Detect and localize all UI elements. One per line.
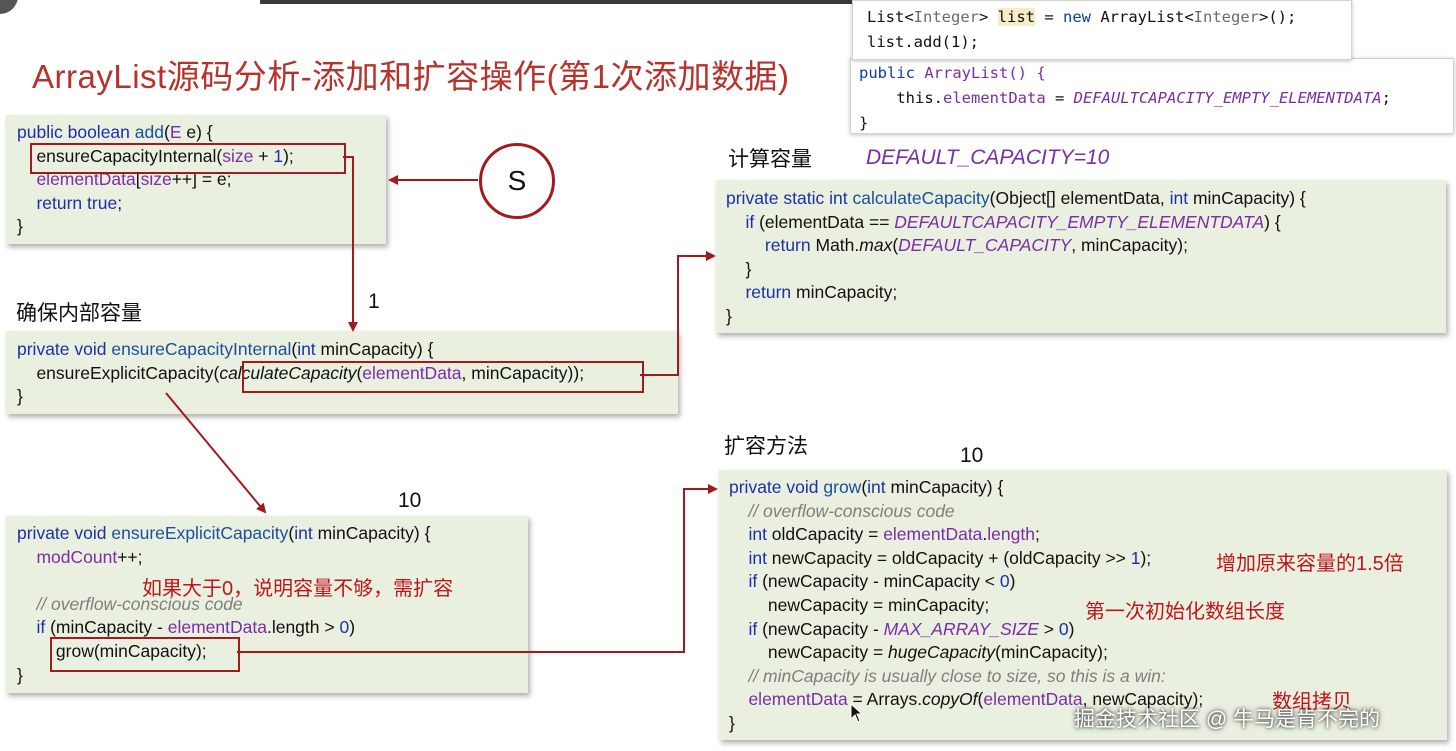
step-number-1: 1 xyxy=(368,290,380,313)
ide-line-1: List<Integer> list = new ArrayList<Integ… xyxy=(867,8,1297,26)
ide-code-popup: List<Integer> list = new ArrayList<Integ… xyxy=(852,0,1352,60)
default-capacity-note: DEFAULT_CAPACITY=10 xyxy=(866,146,1110,169)
value-10-right: 10 xyxy=(960,444,984,467)
highlight-box-calculate-call xyxy=(242,361,644,393)
ide-line-5: } xyxy=(859,114,869,132)
highlight-box-ensure-call xyxy=(30,143,346,174)
note-first-init: 第一次初始化数组长度 xyxy=(1085,601,1285,623)
code-panel-add: public boolean add(E e) { ensureCapacity… xyxy=(6,115,386,244)
code-panel-ensure-internal: private void ensureCapacityInternal(int … xyxy=(6,331,678,414)
code-panel-grow: private void grow(int minCapacity) { // … xyxy=(719,470,1447,740)
slide-title: ArrayList源码分析-添加和扩容操作(第1次添加数据) xyxy=(32,58,790,95)
label-ensure-internal: 确保内部容量 xyxy=(16,302,142,325)
code-panel-calc-capacity: private static int calculateCapacity(Obj… xyxy=(716,180,1446,333)
corner-decoration xyxy=(0,0,18,14)
label-calc-capacity: 计算容量 xyxy=(728,148,812,171)
ide-line-2: list.add(1); xyxy=(867,33,979,51)
mouse-cursor-icon xyxy=(850,703,864,723)
note-grow-1-5x: 增加原来容量的1.5倍 xyxy=(1216,553,1404,575)
ide-line-3: public ArrayList() { xyxy=(859,64,1046,82)
watermark-text: 掘金技术社区 @ 牛马是肯不完的 xyxy=(1074,708,1380,731)
note-need-grow: 如果大于0，说明容量不够，需扩容 xyxy=(142,578,454,600)
highlight-box-grow-call xyxy=(50,637,240,672)
ide-constructor-popup: public ArrayList() { this.elementData = … xyxy=(850,58,1454,134)
ide-line-4: this.elementData = DEFAULTCAPACITY_EMPTY… xyxy=(859,89,1391,107)
note-array-copy: 数组拷贝 xyxy=(1272,691,1352,713)
value-10-left: 10 xyxy=(398,489,422,512)
label-grow-method: 扩容方法 xyxy=(724,435,808,458)
top-divider xyxy=(260,0,860,4)
circle-start-marker: S xyxy=(479,143,555,219)
